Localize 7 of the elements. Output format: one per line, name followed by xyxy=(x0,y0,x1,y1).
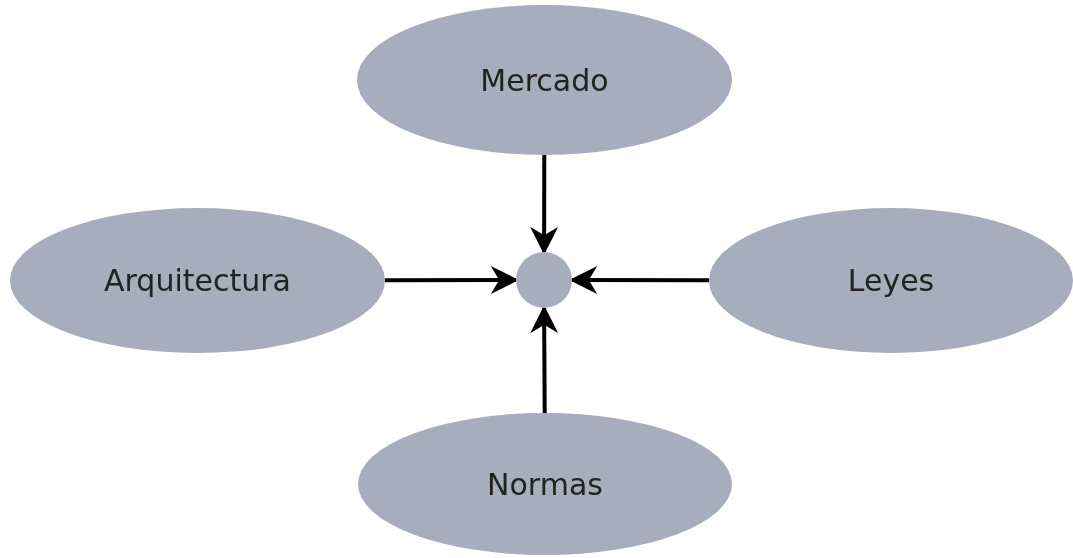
node-label: Leyes xyxy=(847,263,935,298)
node-label: Arquitectura xyxy=(104,263,291,298)
arrow xyxy=(530,155,559,255)
circle-node xyxy=(516,252,572,308)
arrow xyxy=(530,305,559,413)
node-label: Normas xyxy=(487,466,603,502)
node-label: Mercado xyxy=(480,62,609,98)
